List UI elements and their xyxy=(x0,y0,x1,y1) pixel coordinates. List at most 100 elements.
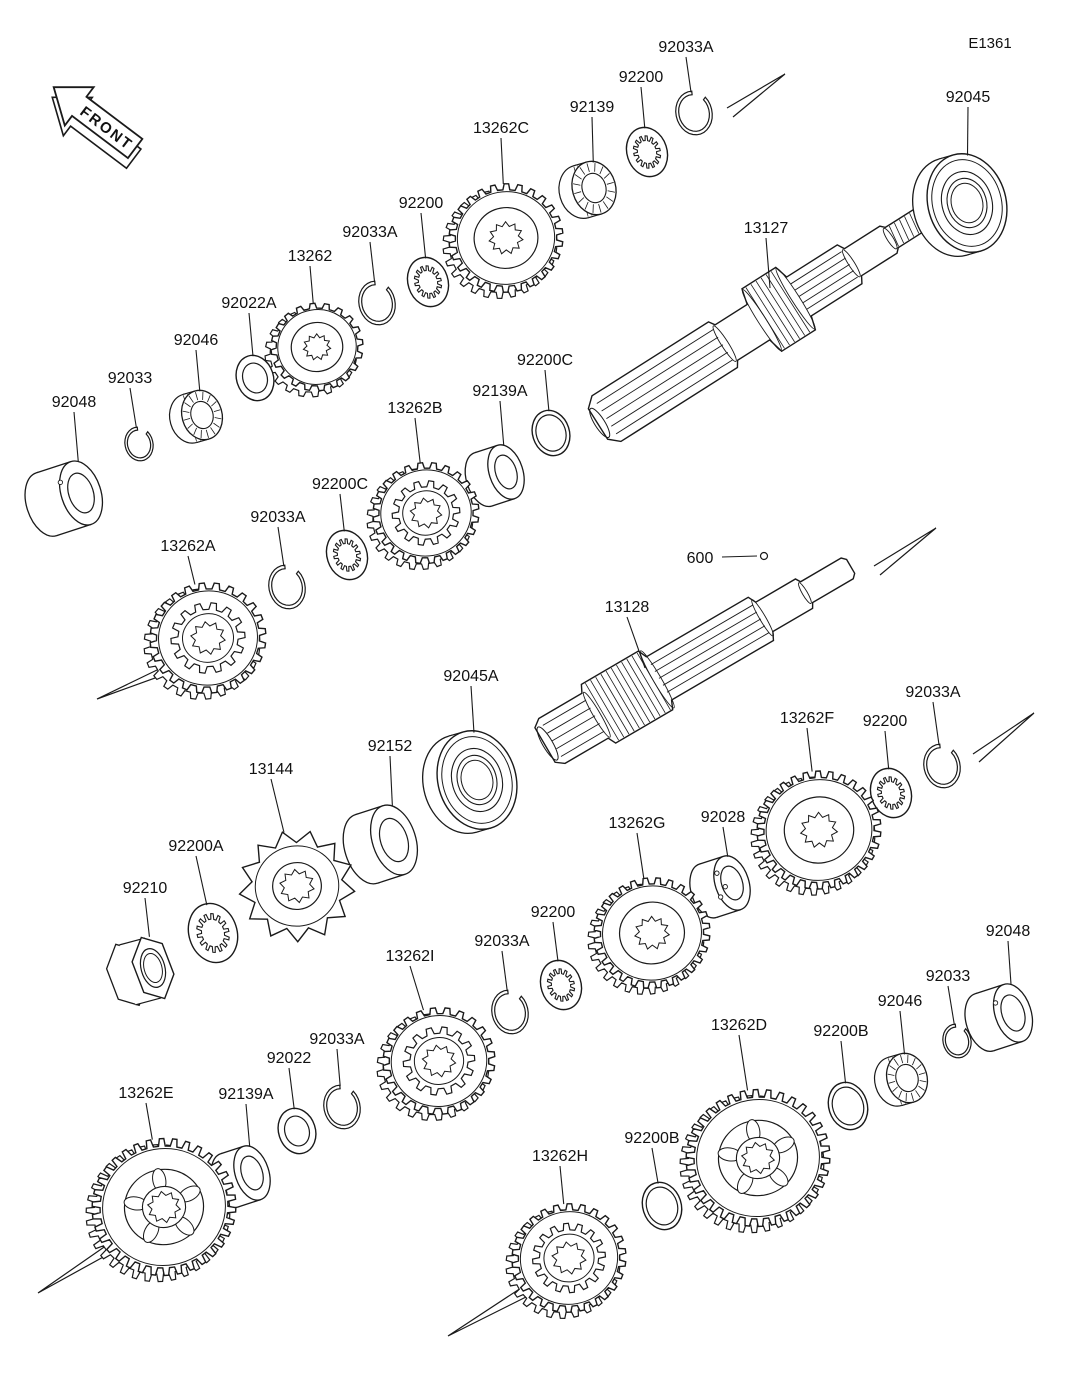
part-92200A xyxy=(187,902,239,964)
part-label-13262I: 13262I xyxy=(386,948,435,965)
parts-layer xyxy=(24,90,1034,1319)
leader-92200-1 xyxy=(640,86,646,129)
part-label-13262H: 13262H xyxy=(532,1148,588,1165)
part-92046-1 xyxy=(168,389,224,444)
part-label-13127: 13127 xyxy=(744,220,789,237)
leader-13262F xyxy=(806,727,813,772)
leader-13128 xyxy=(626,616,646,669)
part-13262D xyxy=(679,1088,831,1234)
leader-92048-1 xyxy=(73,411,79,462)
part-label-92200B-1: 92200B xyxy=(813,1023,868,1040)
part-92022 xyxy=(277,1107,317,1155)
shaft-13127 xyxy=(587,200,943,443)
part-92033A-4 xyxy=(923,743,961,789)
leader-92139A-2 xyxy=(245,1103,251,1147)
part-13262I xyxy=(376,1007,496,1121)
part-13262H xyxy=(505,1203,627,1319)
part-label-92033A-4: 92033A xyxy=(905,684,960,701)
leader-92048-2 xyxy=(1007,940,1012,985)
leader-92200C-1 xyxy=(544,369,550,412)
part-92048-2 xyxy=(964,983,1034,1052)
leader-92046-2 xyxy=(899,1010,906,1055)
leader-92033A-2 xyxy=(369,241,376,283)
part-92045A xyxy=(421,730,518,835)
front-arrow-body xyxy=(52,86,144,160)
part-label-92046-1: 92046 xyxy=(174,332,219,349)
leader-92139 xyxy=(591,116,594,163)
part-label-92200B-2: 92200B xyxy=(624,1130,679,1147)
part-label-92139A-1: 92139A xyxy=(472,383,527,400)
part-label-92152: 92152 xyxy=(368,738,413,755)
part-label-13262E: 13262E xyxy=(118,1085,173,1102)
direction-arrow xyxy=(726,73,786,118)
direction-arrow xyxy=(972,712,1035,763)
part-92033-1 xyxy=(124,426,154,462)
leader-92200-4 xyxy=(552,921,559,962)
diagram-code: E1361 xyxy=(968,35,1011,52)
part-label-92028: 92028 xyxy=(701,809,746,826)
part-92200-3 xyxy=(869,767,913,819)
leader-13262E xyxy=(145,1102,153,1140)
leader-92200C-2 xyxy=(339,493,345,532)
part-92033A-1 xyxy=(675,90,713,136)
leader-92033-2 xyxy=(947,985,955,1026)
part-label-92033A-2: 92033A xyxy=(342,224,397,241)
leader-92046-1 xyxy=(195,349,201,392)
part-label-92033A-3: 92033A xyxy=(250,509,305,526)
part-label-92033A-6: 92033A xyxy=(309,1031,364,1048)
part-label-13144: 13144 xyxy=(249,761,294,778)
leader-92200-3 xyxy=(884,730,890,770)
part-label-92033A-1: 92033A xyxy=(658,39,713,56)
leader-92033A-4 xyxy=(932,701,940,746)
front-arrow: FRONT xyxy=(51,86,144,170)
part-92200-1 xyxy=(625,126,669,178)
leader-92033A-3 xyxy=(277,526,285,567)
leader-13262G xyxy=(636,832,645,879)
part-13262G xyxy=(587,877,711,995)
part-13144 xyxy=(238,830,356,943)
part-label-92046-2: 92046 xyxy=(878,993,923,1010)
part-13262F xyxy=(750,770,882,896)
part-label-13262A: 13262A xyxy=(160,538,215,555)
part-92022A xyxy=(235,354,275,402)
part-13262E xyxy=(85,1137,237,1283)
leader-13144 xyxy=(270,778,285,833)
part-label-92033A-5: 92033A xyxy=(474,933,529,950)
part-92200C-2 xyxy=(325,529,369,581)
part-92045 xyxy=(911,153,1008,258)
part-92033-2 xyxy=(942,1023,972,1059)
leader-13262C xyxy=(500,137,504,184)
part-label-92200A: 92200A xyxy=(168,838,223,855)
part-label-92139A-2: 92139A xyxy=(218,1086,273,1103)
leader-13262A xyxy=(187,555,196,585)
part-label-13262D: 13262D xyxy=(711,1017,767,1034)
leader-92033A-6 xyxy=(336,1048,341,1087)
part-92210 xyxy=(105,936,175,1007)
part-92139 xyxy=(558,160,617,219)
part-label-92200-4: 92200 xyxy=(531,904,576,921)
part-label-13262B: 13262B xyxy=(387,400,442,417)
part-92200-4 xyxy=(539,959,583,1011)
part-label-92022A: 92022A xyxy=(221,295,276,312)
part-92200C-1 xyxy=(531,409,571,457)
part-600 xyxy=(759,551,769,561)
part-92152 xyxy=(342,804,419,885)
part-13262B xyxy=(366,461,480,571)
part-label-13128: 13128 xyxy=(605,599,650,616)
part-label-13262F: 13262F xyxy=(780,710,834,727)
part-label-92048-1: 92048 xyxy=(52,394,97,411)
part-92200-2 xyxy=(406,256,450,308)
leader-92033-1 xyxy=(129,387,137,429)
part-label-92045: 92045 xyxy=(946,89,991,106)
leader-600 xyxy=(721,555,758,558)
part-label-92200-3: 92200 xyxy=(863,713,908,730)
direction-arrow xyxy=(447,1287,527,1337)
leader-92152 xyxy=(389,755,393,806)
leader-92022A xyxy=(248,312,254,357)
leader-13262 xyxy=(309,265,314,304)
leader-92033A-5 xyxy=(501,950,508,992)
part-92046-2 xyxy=(873,1052,929,1107)
part-92033A-3 xyxy=(268,564,306,610)
part-92033A-6 xyxy=(323,1084,361,1130)
leader-13262H xyxy=(559,1165,565,1205)
